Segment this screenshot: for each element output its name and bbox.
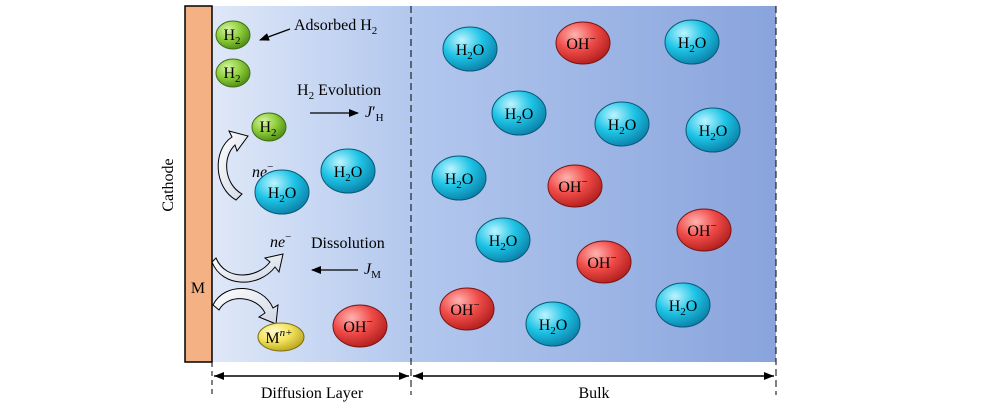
oh-ion: OH− (555, 21, 611, 65)
svg-text:OH−: OH− (343, 316, 372, 336)
svg-text:H2O: H2O (678, 35, 707, 55)
dissolution-label: Dissolution (311, 235, 385, 252)
svg-text:OH−: OH− (687, 220, 716, 240)
svg-text:H2O: H2O (669, 298, 698, 318)
h2o-molecule: H2O (442, 26, 498, 72)
svg-text:OH−: OH− (450, 299, 479, 319)
diffusion-layer-label: Diffusion Layer (261, 385, 364, 402)
h2o-molecule: H2O (320, 148, 376, 194)
adsorbed-h2-label: Adsorbed H2 (294, 17, 377, 37)
oh-ion: OH− (439, 287, 495, 331)
svg-text:OH−: OH− (587, 252, 616, 272)
j-m-label: JM (364, 261, 381, 281)
svg-text:OH−: OH− (558, 176, 587, 196)
svg-text:H2: H2 (223, 65, 240, 85)
svg-text:H2O: H2O (505, 106, 534, 126)
metal-ion: Mn+ (257, 322, 305, 352)
h2o-molecule: H2O (254, 169, 310, 215)
svg-text:H2: H2 (223, 27, 240, 47)
svg-text:H2O: H2O (334, 164, 363, 184)
metal-label: M (191, 280, 205, 297)
electron-transfer-arrow-top (217, 130, 249, 201)
h2-molecule: H2 (215, 20, 251, 50)
h2o-molecule: H2O (594, 101, 650, 147)
cathode-electrode (184, 5, 213, 363)
h2-evolution-label: H2 Evolution (297, 82, 381, 102)
svg-text:H2O: H2O (699, 123, 728, 143)
electron-release-arrow (211, 253, 284, 283)
h2o-molecule: H2O (685, 107, 741, 153)
svg-text:H2O: H2O (539, 317, 568, 337)
h2o-molecule: H2O (475, 217, 531, 263)
h2o-molecule: H2O (431, 155, 487, 201)
adsorbed-arrow (259, 28, 291, 41)
svg-text:H2O: H2O (608, 117, 637, 137)
svg-text:H2O: H2O (489, 233, 518, 253)
oh-ion: OH− (576, 240, 632, 284)
svg-text:H2: H2 (259, 119, 276, 139)
svg-text:H2O: H2O (268, 185, 297, 205)
h2o-molecule: H2O (525, 301, 581, 347)
h2o-molecule: H2O (655, 282, 711, 328)
svg-text:H2O: H2O (456, 42, 485, 62)
ne-label-bottom: ne− (270, 231, 291, 251)
oh-ion: OH− (547, 164, 603, 208)
cathode-label: Cathode (160, 158, 177, 211)
svg-text:H2O: H2O (445, 171, 474, 191)
h2o-molecule: H2O (491, 90, 547, 136)
j-h-label: J′H (365, 104, 384, 124)
svg-text:OH−: OH− (566, 33, 595, 53)
h2-molecule: H2 (251, 112, 287, 142)
oh-ion: OH− (676, 208, 732, 252)
h2o-molecule: H2O (664, 19, 720, 65)
bulk-label: Bulk (578, 385, 609, 402)
svg-text:Mn+: Mn+ (265, 327, 292, 347)
h2-molecule: H2 (215, 58, 251, 88)
oh-ion: OH− (332, 304, 388, 348)
